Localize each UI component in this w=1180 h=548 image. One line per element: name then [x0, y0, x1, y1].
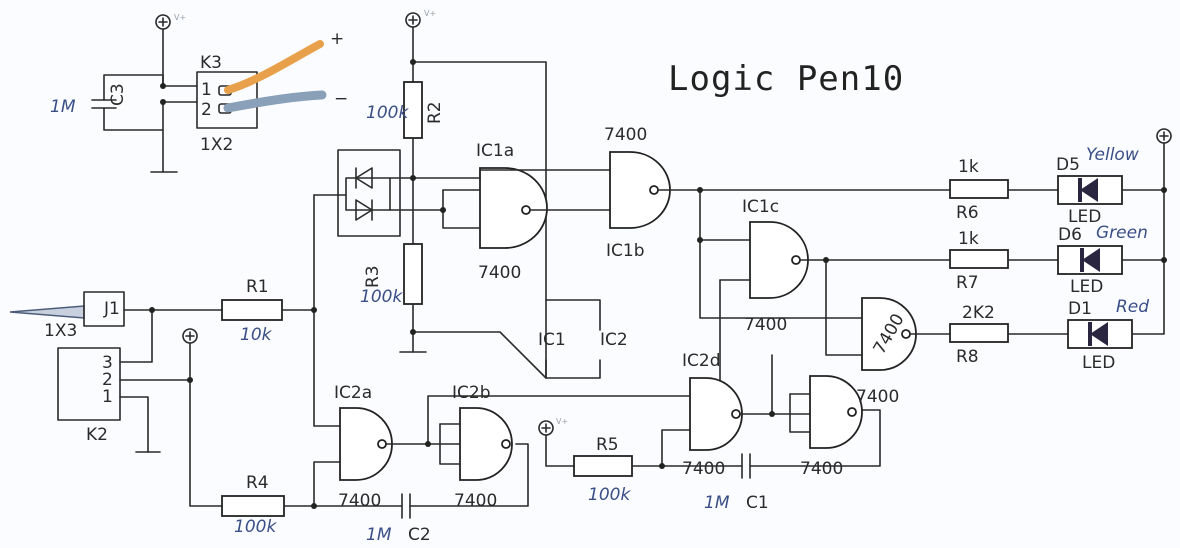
r5-ref: R5 [596, 435, 619, 455]
ic2d-ref: IC2d [682, 351, 721, 371]
r4-value: 100k [234, 517, 277, 537]
k2-pin3: 3 [102, 353, 113, 373]
d1-ref: D1 [1068, 299, 1092, 319]
probe-wire-minus [223, 90, 327, 113]
c2-value: 1M [366, 525, 392, 545]
ic1a-ref: IC1a [476, 141, 514, 161]
ic1c-ref: IC1c [742, 197, 779, 217]
c1-value: 1M [704, 493, 730, 513]
supply-symbol-leds [1156, 128, 1172, 144]
junction-dots [149, 59, 1167, 509]
nand-gate-ic2d [689, 377, 743, 451]
r2-value: 100k [366, 103, 409, 123]
r2-ref: R2 [425, 101, 445, 124]
r1-ref: R1 [246, 277, 269, 297]
ic1a-part: 7400 [478, 263, 521, 283]
r8-value: 2K2 [962, 303, 995, 323]
c3-value: 1M [50, 97, 76, 117]
ic1b-ref: IC1b [606, 241, 645, 261]
r3-resistor [403, 243, 423, 305]
d1-type: LED [1082, 353, 1115, 373]
ic2c-part-lower: 7400 [800, 459, 843, 479]
d6-ref: D6 [1058, 225, 1082, 245]
d5-ref: D5 [1056, 155, 1080, 175]
nand-gate-ic1a [479, 167, 548, 249]
supply-symbol-r2: V+ [405, 9, 436, 28]
d1-color: Red [1116, 297, 1149, 317]
r8-resistor [949, 323, 1009, 343]
r5-resistor [573, 455, 633, 477]
ic2c-part: 7400 [856, 387, 899, 407]
d6-type: LED [1070, 277, 1103, 297]
supply-symbol-r5: V+ [538, 417, 568, 436]
r6-resistor [949, 179, 1009, 199]
j1-type: 1X3 [44, 321, 77, 341]
r6-ref: R6 [956, 203, 979, 223]
r5-value: 100k [588, 485, 631, 505]
k2-connector [57, 347, 121, 421]
c3-ref: C3 [108, 83, 128, 106]
ic2b-part: 7400 [454, 491, 497, 511]
r4-resistor [221, 495, 285, 517]
k3-ref: K3 [200, 53, 222, 73]
r7-resistor [949, 249, 1009, 269]
k2-pin2: 2 [102, 370, 113, 390]
k3-type: 1X2 [200, 135, 233, 155]
r4-ref: R4 [246, 473, 269, 493]
k2-ref: K2 [86, 425, 108, 445]
c2-ref: C2 [408, 525, 431, 545]
led-d5 [1057, 175, 1123, 205]
d6-color: Green [1096, 223, 1148, 243]
r1-value: 10k [240, 325, 273, 345]
c1-ref: C1 [746, 493, 769, 513]
ic1c-part: 7400 [744, 315, 787, 335]
nand-gate-ic2c [809, 375, 863, 449]
k3-pin1: 1 [201, 80, 212, 100]
minus-label: − [334, 89, 348, 109]
k2-pin1: 1 [102, 387, 113, 407]
ic1-label: IC1 [538, 330, 566, 350]
schematic-title: Logic Pen10 [668, 59, 904, 99]
ic1b-part: 7400 [604, 125, 647, 145]
r3-value: 100k [360, 287, 403, 307]
svg-text:V+: V+ [174, 13, 186, 22]
k3-pin2: 2 [201, 100, 212, 120]
led-d6 [1057, 245, 1123, 275]
svg-text:V+: V+ [556, 417, 568, 426]
r7-ref: R7 [956, 273, 979, 293]
ic2a-ref: IC2a [334, 383, 372, 403]
plus-label: + [330, 29, 344, 49]
nand-gate-ic2a [339, 407, 393, 481]
supply-symbol-k3: V+ [155, 13, 186, 30]
r6-value: 1k [958, 157, 979, 177]
r3-ref: R3 [363, 265, 383, 288]
d5-color: Yellow [1086, 145, 1139, 165]
nand-gate-ic1b [609, 151, 671, 229]
r8-ref: R8 [956, 347, 979, 367]
probe-wire-plus [224, 40, 324, 94]
led-d1 [1067, 319, 1133, 349]
d5-type: LED [1068, 207, 1101, 227]
j1-ref: J1 [103, 299, 120, 319]
j1-connector [83, 291, 125, 327]
diode-block [337, 149, 401, 237]
r1-resistor [221, 299, 283, 321]
supply-symbol-k2 [182, 328, 198, 344]
ic2b-ref: IC2b [452, 383, 491, 403]
ic2a-part: 7400 [338, 491, 381, 511]
nand-gate-ic2b [459, 407, 513, 481]
ic2-label: IC2 [600, 330, 628, 350]
r7-value: 1k [958, 229, 979, 249]
ic2d-part: 7400 [682, 459, 725, 479]
nand-gate-ic1d [861, 297, 917, 371]
svg-text:V+: V+ [424, 9, 436, 18]
probe-tip [9, 305, 85, 319]
